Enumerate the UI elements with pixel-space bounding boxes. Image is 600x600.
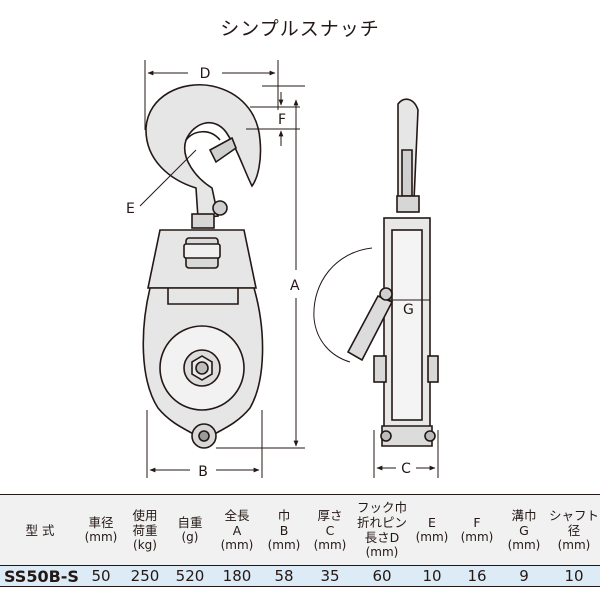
column-header: フック巾折れピン長さD(mm) [354, 494, 410, 566]
column-header-label: G [519, 522, 529, 538]
label-C: C [401, 461, 411, 477]
column-header-label: E [428, 515, 436, 530]
column-header-label: 車径 [88, 515, 114, 530]
latch-swing-arc [313, 247, 373, 363]
dim-D [144, 60, 279, 130]
column-header-unit: (mm) [267, 537, 301, 552]
column-header: 車径(mm) [80, 494, 122, 566]
dim-C [373, 430, 439, 478]
column-header-label: 巾 [277, 507, 291, 523]
column-header-label: 全長 [224, 507, 250, 523]
column-header: 使用荷重(kg) [122, 494, 168, 566]
column-header-label: フック巾 [356, 500, 407, 515]
column-header-label: 長さD [364, 530, 400, 545]
column-header-label: シャフト [548, 507, 599, 523]
column-header-label: 使用 [132, 507, 158, 523]
label-A: A [290, 278, 300, 294]
column-header-label: 型 式 [25, 522, 55, 538]
dim-A [216, 85, 305, 449]
label-B: B [198, 464, 208, 480]
table-cell: 35 [306, 565, 354, 587]
column-header: シャフト径(mm) [548, 494, 600, 566]
label-G: G [403, 302, 414, 318]
column-header: 型 式 [0, 494, 80, 566]
column-header-unit: (mm) [507, 537, 541, 552]
column-header-unit: (mm) [365, 545, 399, 559]
column-header-unit: (mm) [460, 530, 494, 544]
table-cell: 250 [122, 565, 168, 587]
model-cell: SS50B-S [0, 565, 80, 587]
column-header-label: C [325, 522, 335, 538]
hook-shape [145, 84, 262, 219]
open-latch [346, 294, 394, 362]
dim-F [246, 92, 300, 146]
column-header-label: F [473, 515, 481, 530]
table-cell: 10 [410, 565, 454, 587]
snatch-block-drawing: D F E A B [126, 60, 439, 480]
column-header-unit: (kg) [133, 537, 157, 552]
table-cell: 60 [354, 565, 410, 587]
label-F: F [278, 112, 286, 128]
label-E: E [126, 201, 135, 217]
hook-latch [208, 136, 237, 164]
column-header-label: B [279, 522, 289, 538]
column-header-unit: (mm) [313, 537, 347, 552]
table-cell: 9 [500, 565, 548, 587]
column-header-unit: (g) [181, 530, 199, 544]
column-header-unit: (mm) [220, 537, 254, 552]
table-cell: 50 [80, 565, 122, 587]
table-cell: 10 [548, 565, 600, 587]
column-header-label: 溝巾 [511, 507, 537, 523]
table-cell: 520 [168, 565, 212, 587]
column-header-label: A [232, 522, 242, 538]
dim-B [146, 410, 263, 478]
column-header-unit: (mm) [557, 537, 591, 552]
column-header-unit: (mm) [84, 530, 118, 544]
column-header-label: 荷重 [132, 522, 158, 538]
table-cell: 180 [212, 565, 262, 587]
column-header: F(mm) [454, 494, 500, 566]
column-header-label: 自重 [177, 515, 203, 530]
table-cell: 58 [262, 565, 306, 587]
front-view [142, 84, 264, 449]
label-D: D [200, 66, 211, 82]
column-header-label: 折れピン [356, 515, 407, 530]
side-view [313, 98, 439, 447]
column-header-label: 厚さ [317, 507, 343, 523]
column-header: 自重(g) [168, 494, 212, 566]
column-header: E(mm) [410, 494, 454, 566]
table-cell: 16 [454, 565, 500, 587]
column-header-label: 径 [567, 522, 581, 538]
page-title: シンプルスナッチ [220, 18, 380, 40]
column-header-unit: (mm) [415, 530, 449, 544]
